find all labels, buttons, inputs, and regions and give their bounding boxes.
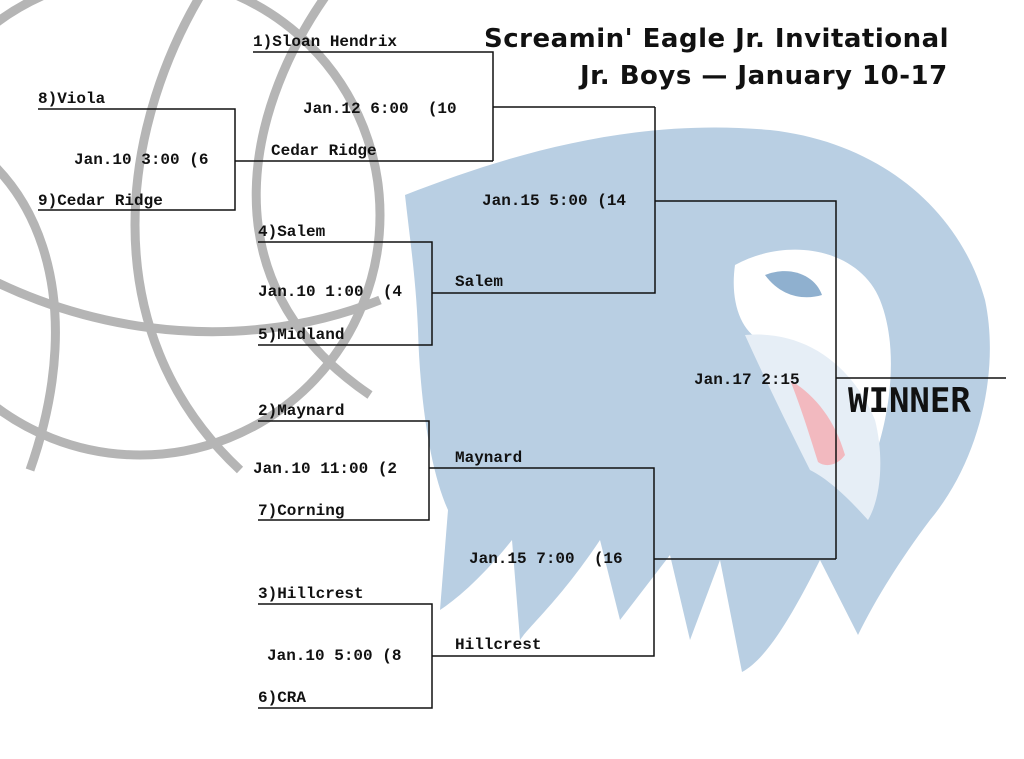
game-time-sf2: Jan.15 7:00 (16 <box>469 550 623 568</box>
game-time-final: Jan.17 2:15 <box>694 371 800 389</box>
bracket-r1-hillcrest-cra <box>258 603 433 709</box>
basketball-seam <box>0 165 60 472</box>
team-sloan-hendrix: 1)Sloan Hendrix <box>253 33 398 51</box>
basketball-outline <box>0 0 385 460</box>
game-time-r1-1: Jan.10 3:00 (6 <box>74 151 209 169</box>
bracket-r1-maynard-corning <box>258 420 430 521</box>
bracket-r1-viola-cedar <box>38 108 236 211</box>
team-cra: 6)CRA <box>258 689 307 707</box>
bracket-lines <box>38 51 1006 709</box>
team-hillcrest-advanced: Hillcrest <box>455 636 542 654</box>
bracket-sf1 <box>432 107 656 294</box>
team-corning: 7)Corning <box>258 502 345 520</box>
team-salem-seed: 4)Salem <box>258 223 326 241</box>
team-salem-advanced: Salem <box>455 273 504 291</box>
game-time-r1-3: Jan.10 11:00 (2 <box>253 460 398 478</box>
tournament-title: Screamin' Eagle Jr. Invitational <box>484 24 950 54</box>
team-maynard-advanced: Maynard <box>455 449 523 467</box>
winner-label: WINNER <box>848 381 971 421</box>
team-cedar-ridge-advanced: Cedar Ridge <box>271 142 377 160</box>
team-viola: 8)Viola <box>38 90 106 108</box>
game-time-sf1: Jan.15 5:00 (14 <box>482 192 627 210</box>
team-maynard-seed: 2)Maynard <box>258 402 345 420</box>
eagle-watermark <box>405 127 990 672</box>
basketball-seam <box>0 278 382 337</box>
basketball-seam <box>130 0 244 474</box>
team-cedar-ridge-seed: 9)Cedar Ridge <box>38 192 163 210</box>
bracket-sf2 <box>429 467 655 657</box>
game-time-r1-4: Jan.10 5:00 (8 <box>267 647 402 665</box>
basketball-watermark <box>0 0 385 474</box>
team-midland: 5)Midland <box>258 326 345 344</box>
bracket-qf-sloan <box>253 51 494 161</box>
basketball-seam <box>251 0 373 399</box>
game-time-r1-2: Jan.10 1:00 (4 <box>258 283 403 301</box>
tournament-subtitle: Jr. Boys — January 10-17 <box>580 61 948 91</box>
game-time-qf: Jan.12 6:00 (10 <box>303 100 457 118</box>
bracket-final-right <box>655 200 837 559</box>
team-hillcrest-seed: 3)Hillcrest <box>258 585 364 603</box>
eagle-tongue <box>790 380 845 466</box>
eagle-eye <box>765 271 822 298</box>
